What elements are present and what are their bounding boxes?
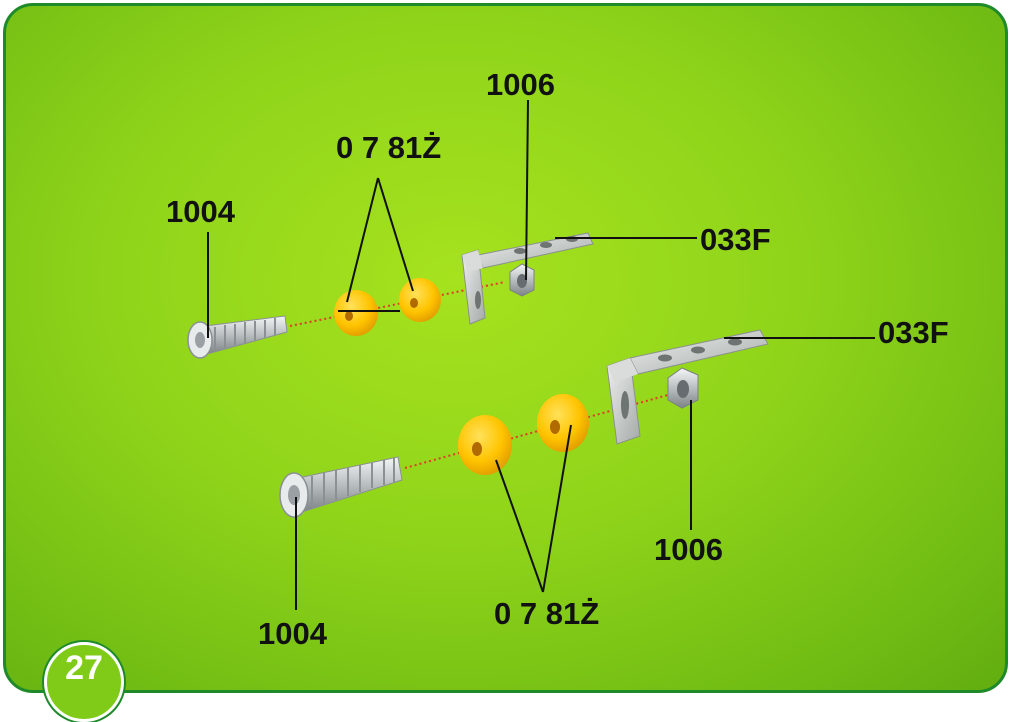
bottom-spacer-2 [537, 394, 589, 452]
bottom-spacer-1 [458, 415, 512, 475]
top-bracket [461, 232, 594, 325]
illustration-panel [3, 3, 1008, 693]
label-bottom-bracket: 033F [878, 315, 949, 350]
top-guide-line [289, 281, 506, 327]
label-bottom-nut: 1006 [654, 532, 723, 567]
bottom-bracket [606, 329, 769, 445]
step-number-badge: 27 [44, 642, 124, 722]
leader-lines [207, 99, 875, 610]
bottom-assembly [279, 329, 769, 518]
top-bolt [187, 315, 288, 359]
top-nut [509, 263, 535, 297]
top-assembly [187, 232, 594, 359]
assembly-diagram: 1004 0 7 81Ż 1006 033F 033F 1006 1004 0 … [166, 67, 949, 651]
bottom-bolt [279, 456, 403, 518]
top-spacer-2 [399, 278, 441, 322]
label-top-bracket: 033F [700, 222, 771, 257]
step-number: 27 [65, 649, 103, 687]
top-spacer-1 [334, 290, 378, 336]
label-bottom-bolt: 1004 [258, 616, 328, 651]
bottom-nut [667, 367, 699, 409]
label-top-bolt: 1004 [166, 194, 236, 229]
label-top-spacers: 0 7 81Ż [336, 130, 441, 165]
label-top-nut: 1006 [486, 67, 555, 102]
label-bottom-spacers: 0 7 81Ż [494, 596, 599, 631]
